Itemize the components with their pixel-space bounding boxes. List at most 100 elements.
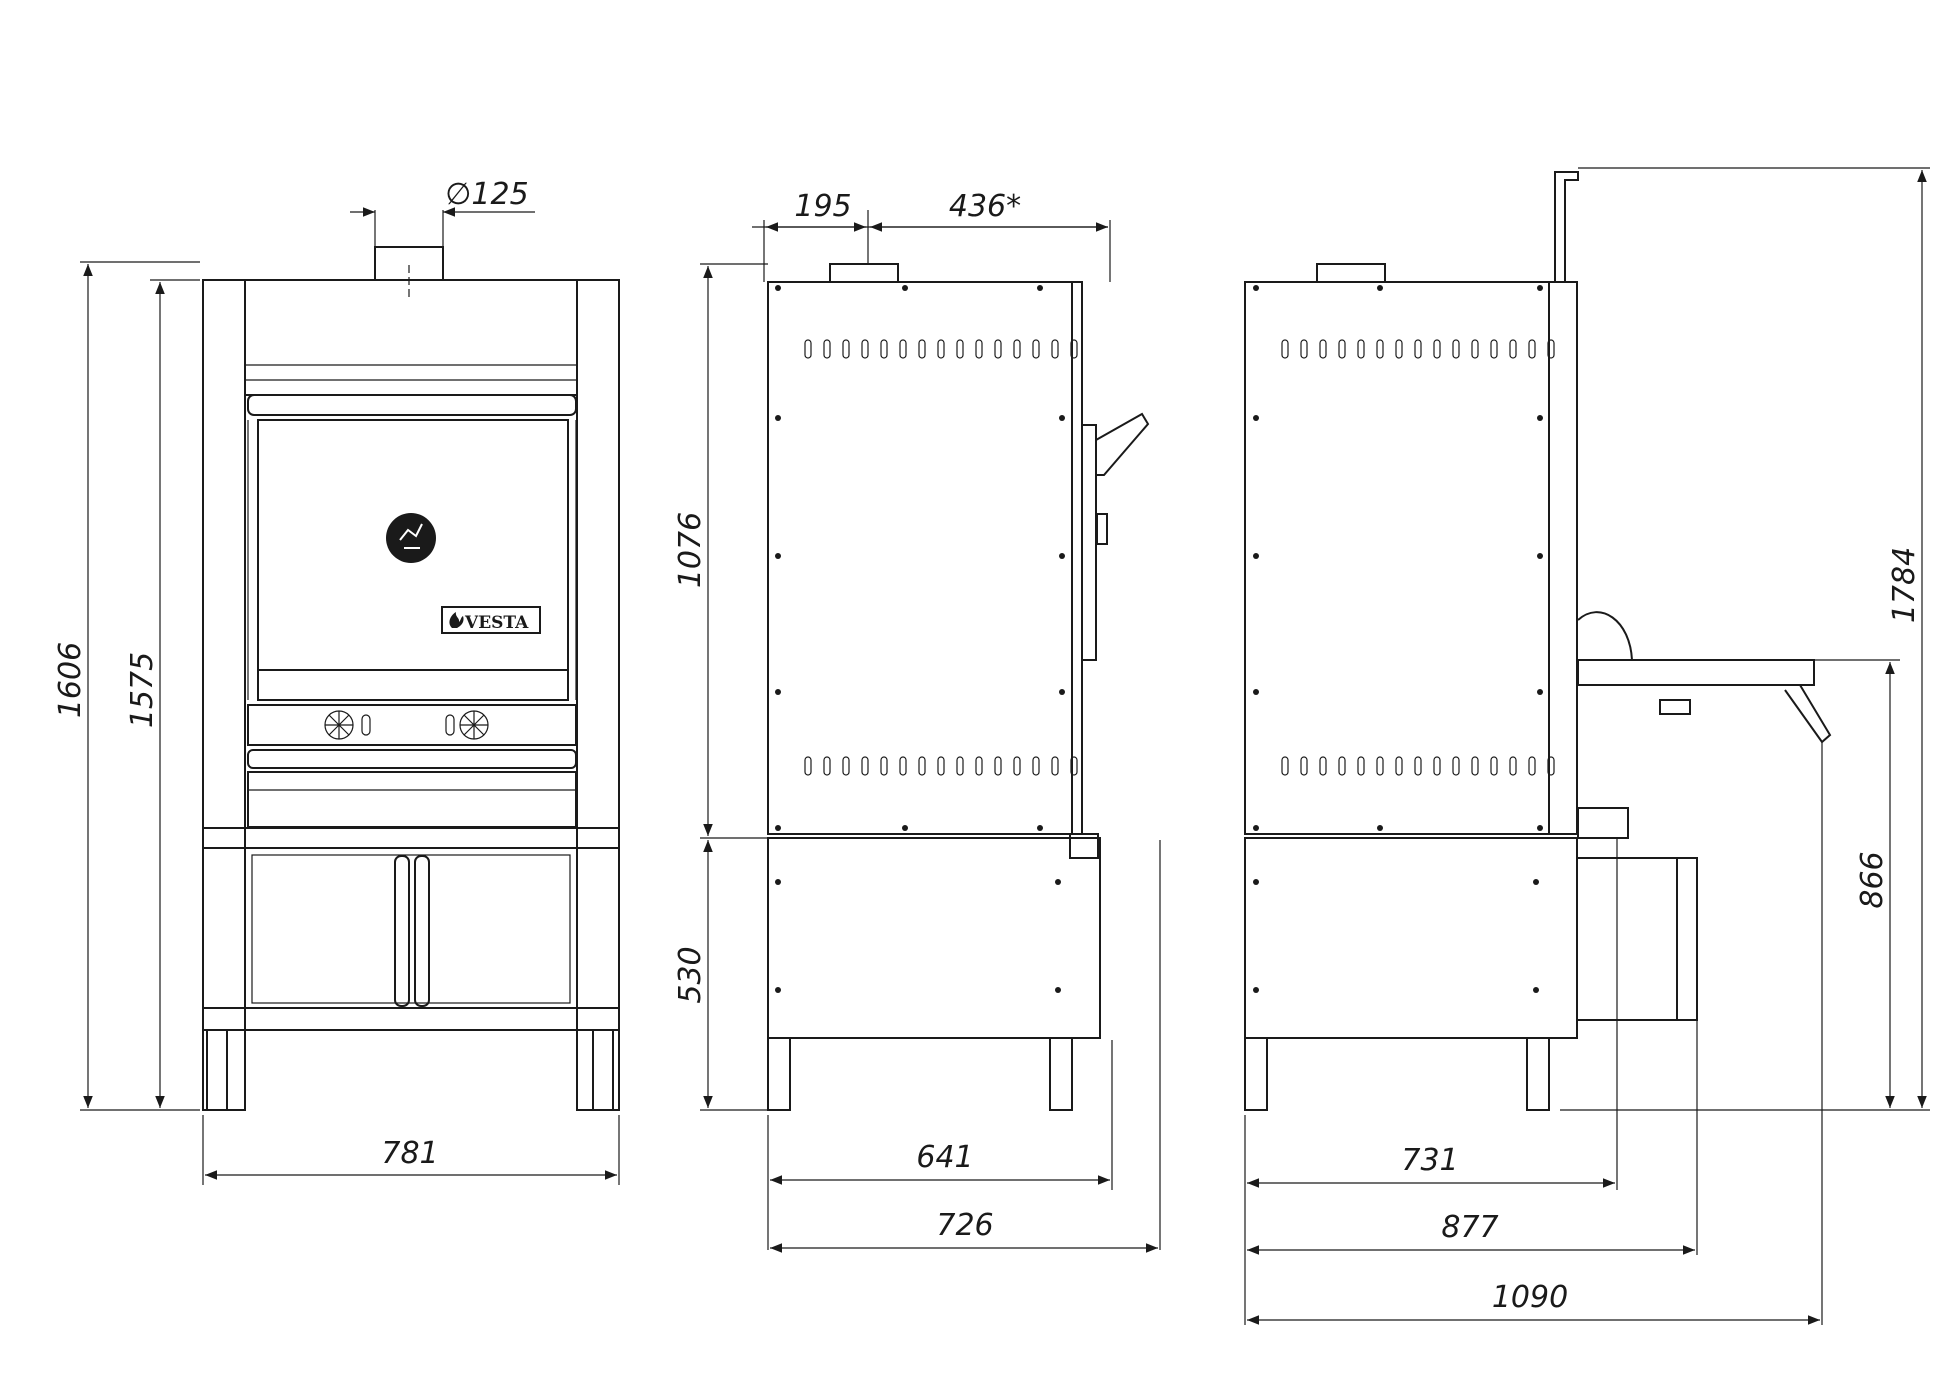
air-regulator-right-icon[interactable] xyxy=(445,710,489,740)
vent-slot xyxy=(1281,756,1289,776)
rivet xyxy=(1537,553,1543,559)
vent-slot xyxy=(1032,756,1040,776)
front-total-height-label: 1606 xyxy=(53,642,88,718)
vent-slot xyxy=(994,339,1002,359)
rivet xyxy=(1037,285,1043,291)
vent-slot xyxy=(1471,756,1479,776)
air-control-panel xyxy=(247,704,577,746)
door-bottom-frame xyxy=(257,669,569,701)
rear-view xyxy=(1244,171,1832,1111)
side-depth-label: 641 xyxy=(916,1140,973,1175)
total-height-label: 1784 xyxy=(1887,547,1922,623)
log-store xyxy=(244,847,578,1009)
air-regulator-left-icon[interactable] xyxy=(324,710,371,740)
flue-to-back-label: 436* xyxy=(949,189,1021,224)
vent-slot xyxy=(1433,756,1441,776)
front-dimensions: 781 1606 1575 ∅125 xyxy=(53,177,620,1185)
rivet xyxy=(1253,285,1259,291)
vent-slot xyxy=(1547,756,1555,776)
side-vent-slots-bottom xyxy=(804,756,1078,776)
vent-slot xyxy=(1490,756,1498,776)
left-leg xyxy=(206,1029,228,1111)
vent-slot xyxy=(1547,339,1555,359)
door-latch xyxy=(1096,513,1108,545)
vent-slot xyxy=(1032,339,1040,359)
top-hood xyxy=(244,279,578,396)
rear-vent-slots-top xyxy=(1281,339,1555,359)
rivet xyxy=(1059,689,1065,695)
vent-slot xyxy=(1338,339,1346,359)
shelf-bracket xyxy=(1784,684,1832,744)
vent-slot xyxy=(1490,339,1498,359)
vent-slot xyxy=(880,339,888,359)
door-top-bar xyxy=(247,394,577,416)
side-upper-body xyxy=(767,281,1073,835)
vent-slot xyxy=(1013,339,1021,359)
stand-top-rail xyxy=(202,827,620,849)
vent-slot xyxy=(1376,339,1384,359)
vent-slot xyxy=(1357,339,1365,359)
vent-slot xyxy=(1509,756,1517,776)
vent-slot xyxy=(1070,339,1078,359)
vent-slot xyxy=(804,339,812,359)
rivet xyxy=(1253,553,1259,559)
side-view xyxy=(767,263,1150,1111)
rivet xyxy=(902,285,908,291)
right-leg xyxy=(592,1029,614,1111)
rivet xyxy=(1253,825,1259,831)
side-ash-lip xyxy=(1069,833,1099,859)
vent-slot xyxy=(918,339,926,359)
side-shelf[interactable] xyxy=(1577,659,1815,686)
rivet xyxy=(1059,415,1065,421)
rivet xyxy=(1253,879,1259,885)
front-width-label: 781 xyxy=(381,1136,438,1171)
vent-slot xyxy=(918,756,926,776)
vent-slot xyxy=(975,339,983,359)
vent-slot xyxy=(842,756,850,776)
vent-slot xyxy=(1414,339,1422,359)
door-handle[interactable] xyxy=(1095,412,1150,476)
rivet xyxy=(1537,825,1543,831)
ash-lip xyxy=(247,749,577,769)
log-store-handle-right[interactable] xyxy=(414,855,430,1007)
rivet xyxy=(775,987,781,993)
log-store-handle-left[interactable] xyxy=(394,855,410,1007)
shelf-arc xyxy=(1577,611,1633,661)
rivet xyxy=(1533,879,1539,885)
side-total-depth-label: 726 xyxy=(936,1208,993,1243)
vent-slot xyxy=(956,339,964,359)
rivet xyxy=(1537,689,1543,695)
vent-slot xyxy=(861,339,869,359)
side-front-leg xyxy=(767,1037,791,1111)
vent-slot xyxy=(1471,339,1479,359)
vent-slot xyxy=(1376,756,1384,776)
rivet xyxy=(775,879,781,885)
left-post xyxy=(202,279,246,1111)
vent-slot xyxy=(823,339,831,359)
vent-slot xyxy=(1051,339,1059,359)
rear-upper-body xyxy=(1244,281,1550,835)
side-dimensions: 641 726 195 436* 1076 530 xyxy=(673,189,1161,1253)
rear-depth-duct-label: 877 xyxy=(1441,1210,1498,1245)
rivet xyxy=(1377,285,1383,291)
heat-shield-top xyxy=(1554,171,1579,282)
vent-slot xyxy=(1357,756,1365,776)
vent-slot xyxy=(937,756,945,776)
vent-slot xyxy=(1338,756,1346,776)
rivet xyxy=(1037,825,1043,831)
lower-height-label: 530 xyxy=(673,946,708,1003)
front-view: VESTA xyxy=(202,246,620,1111)
upper-height-label: 1076 xyxy=(673,512,708,588)
shelf-knob xyxy=(1659,699,1691,715)
side-vent-slots-top xyxy=(804,339,1078,359)
side-rivets xyxy=(775,285,1065,993)
flue-diameter-label: ∅125 xyxy=(445,177,528,212)
vent-slot xyxy=(956,756,964,776)
vent-slot xyxy=(1319,756,1327,776)
front-body-height-label: 1575 xyxy=(125,652,160,728)
rivet xyxy=(1253,415,1259,421)
vent-slot xyxy=(1528,756,1536,776)
vent-slot xyxy=(1070,756,1078,776)
vent-slot xyxy=(994,756,1002,776)
